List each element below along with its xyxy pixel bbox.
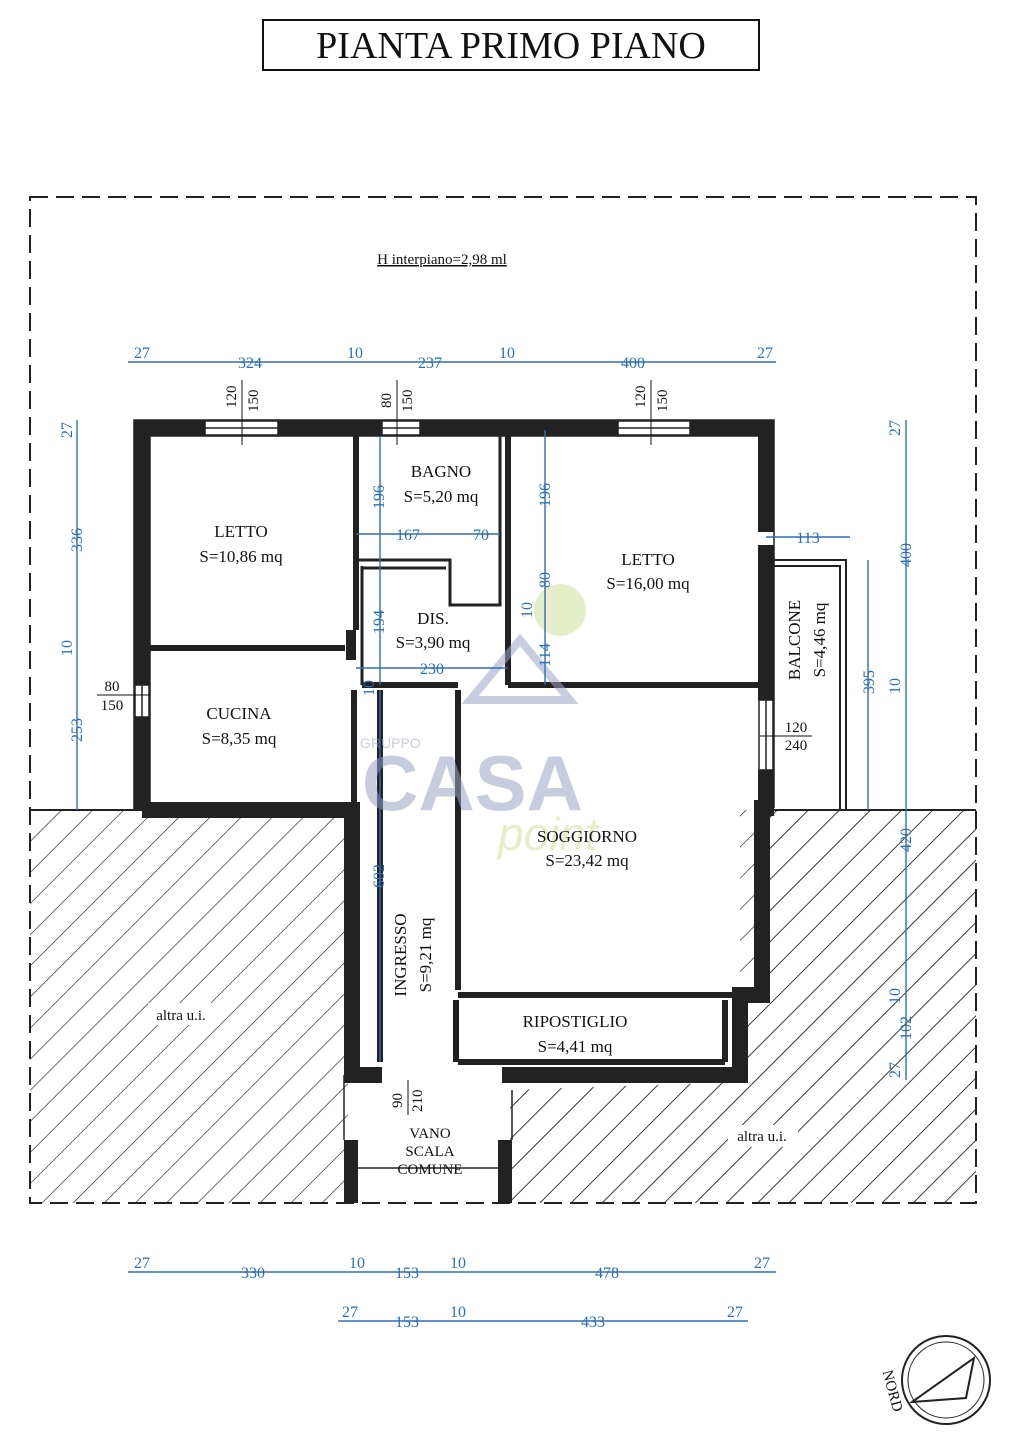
dim-right: 10	[887, 678, 904, 694]
neighbour-unit-left: altra u.i.	[30, 810, 348, 1203]
dim-inner: 196	[537, 483, 554, 507]
dim-left: 336	[69, 528, 86, 552]
room-name: LETTO	[621, 550, 675, 569]
dim-bottom: 27	[727, 1304, 743, 1321]
dim-inner: 395	[861, 670, 878, 694]
dim-bottom: 10	[450, 1304, 466, 1321]
dim-bottom: 27	[134, 1255, 150, 1272]
dim-inner: 10	[519, 602, 536, 618]
balcony	[774, 559, 847, 810]
window-annotations: 120 150 80 150 120 150 80 150 120 240 90…	[97, 380, 812, 1115]
dim-top: 400	[621, 355, 645, 372]
room-name: INGRESSO	[391, 913, 410, 996]
dim-inner: 113	[796, 530, 819, 547]
room-area: S=4,46 mq	[810, 602, 829, 677]
window-width: 90	[390, 1093, 406, 1108]
dim-bottom: 433	[581, 1314, 605, 1331]
dim-bottom: 153	[395, 1314, 419, 1331]
room-area: S=10,86 mq	[199, 547, 283, 566]
window-height: 150	[246, 390, 262, 413]
window-width: 120	[785, 720, 808, 736]
dim-top: 324	[238, 355, 262, 372]
dimension-texts: 27 324 10 237 10 400 27 27 330 10 153 10…	[59, 345, 915, 1331]
outer-walls	[134, 420, 774, 1083]
watermark-logo: GRUPPO CASA point	[360, 584, 600, 860]
dim-right: 102	[898, 1016, 915, 1040]
dim-inner: 167	[396, 527, 420, 544]
window-height: 240	[785, 738, 808, 754]
room-area: S=9,21 mq	[416, 917, 435, 992]
window-width: 120	[224, 386, 240, 409]
dim-inner: 196	[371, 485, 388, 509]
room-area: S=4,41 mq	[538, 1037, 613, 1056]
bathroom-partition	[356, 436, 502, 685]
stair-label-3: COMUNE	[397, 1162, 462, 1178]
dimension-lines	[76, 361, 907, 1322]
dim-inner: 194	[371, 610, 388, 634]
room-name: DIS.	[417, 609, 449, 628]
window-height: 150	[655, 390, 671, 413]
pillar	[346, 630, 356, 660]
dim-inner: 70	[473, 527, 489, 544]
dim-bottom: 153	[395, 1265, 419, 1282]
dim-top: 237	[418, 355, 442, 372]
north-arrow-icon: NORD	[879, 1335, 991, 1425]
window-height: 210	[410, 1090, 426, 1113]
dim-right: 27	[887, 1062, 904, 1078]
room-area: S=8,35 mq	[202, 729, 277, 748]
dim-inner: 230	[420, 661, 444, 678]
dim-bottom: 478	[595, 1265, 619, 1282]
room-area: S=5,20 mq	[404, 487, 479, 506]
dim-bottom: 330	[241, 1265, 265, 1282]
stair-label-1: VANO	[409, 1126, 451, 1142]
dim-right: 420	[898, 828, 915, 852]
room-name: BAGNO	[411, 462, 471, 481]
dim-bottom: 10	[349, 1255, 365, 1272]
room-labels: LETTO S=10,86 mq BAGNO S=5,20 mq LETTO S…	[199, 462, 829, 1056]
room-name: SOGGIORNO	[537, 827, 637, 846]
stair: VANO SCALA COMUNE	[343, 1075, 513, 1203]
room-area: S=23,42 mq	[545, 851, 629, 870]
wall-inner-line	[133, 419, 775, 810]
watermark-brand: CASA	[362, 739, 583, 827]
dim-left: 27	[59, 422, 76, 438]
dim-right: 27	[887, 420, 904, 436]
room-name: BALCONE	[785, 600, 804, 680]
stair-label-2: SCALA	[405, 1144, 454, 1160]
dim-left: 10	[59, 640, 76, 656]
other-unit-label: altra u.i.	[737, 1129, 787, 1145]
dim-inner: 114	[537, 643, 554, 666]
dim-top: 27	[757, 345, 773, 362]
title-box: PIANTA PRIMO PIANO	[262, 19, 760, 71]
dim-inner: 602	[371, 864, 388, 888]
window-width: 80	[379, 393, 395, 408]
watermark-group: GRUPPO	[360, 735, 421, 751]
dim-bottom: 27	[342, 1304, 358, 1321]
dim-right: 10	[887, 988, 904, 1004]
room-name: RIPOSTIGLIO	[523, 1012, 628, 1031]
dim-top: 27	[134, 345, 150, 362]
room-area: S=3,90 mq	[396, 633, 471, 652]
window-height: 150	[400, 390, 416, 413]
window-width: 120	[633, 386, 649, 409]
height-note: H interpiano=2,98 ml	[377, 252, 507, 268]
page-title: PIANTA PRIMO PIANO	[316, 25, 706, 67]
north-label: NORD	[879, 1368, 905, 1413]
window-openings	[134, 420, 774, 771]
dim-left: 253	[69, 718, 86, 742]
dim-top: 10	[499, 345, 515, 362]
dim-inner: 80	[537, 572, 554, 588]
window-width: 80	[105, 679, 120, 695]
dim-top: 10	[347, 345, 363, 362]
other-unit-label: altra u.i.	[156, 1008, 206, 1024]
dim-right: 400	[898, 543, 915, 567]
room-name: LETTO	[214, 522, 268, 541]
watermark-sub: point	[496, 808, 600, 860]
dim-inner: 10	[361, 680, 378, 696]
dim-bottom: 27	[754, 1255, 770, 1272]
dim-bottom: 10	[450, 1255, 466, 1272]
room-name: CUCINA	[206, 704, 272, 723]
room-area: S=16,00 mq	[606, 574, 690, 593]
window-height: 150	[101, 698, 124, 714]
